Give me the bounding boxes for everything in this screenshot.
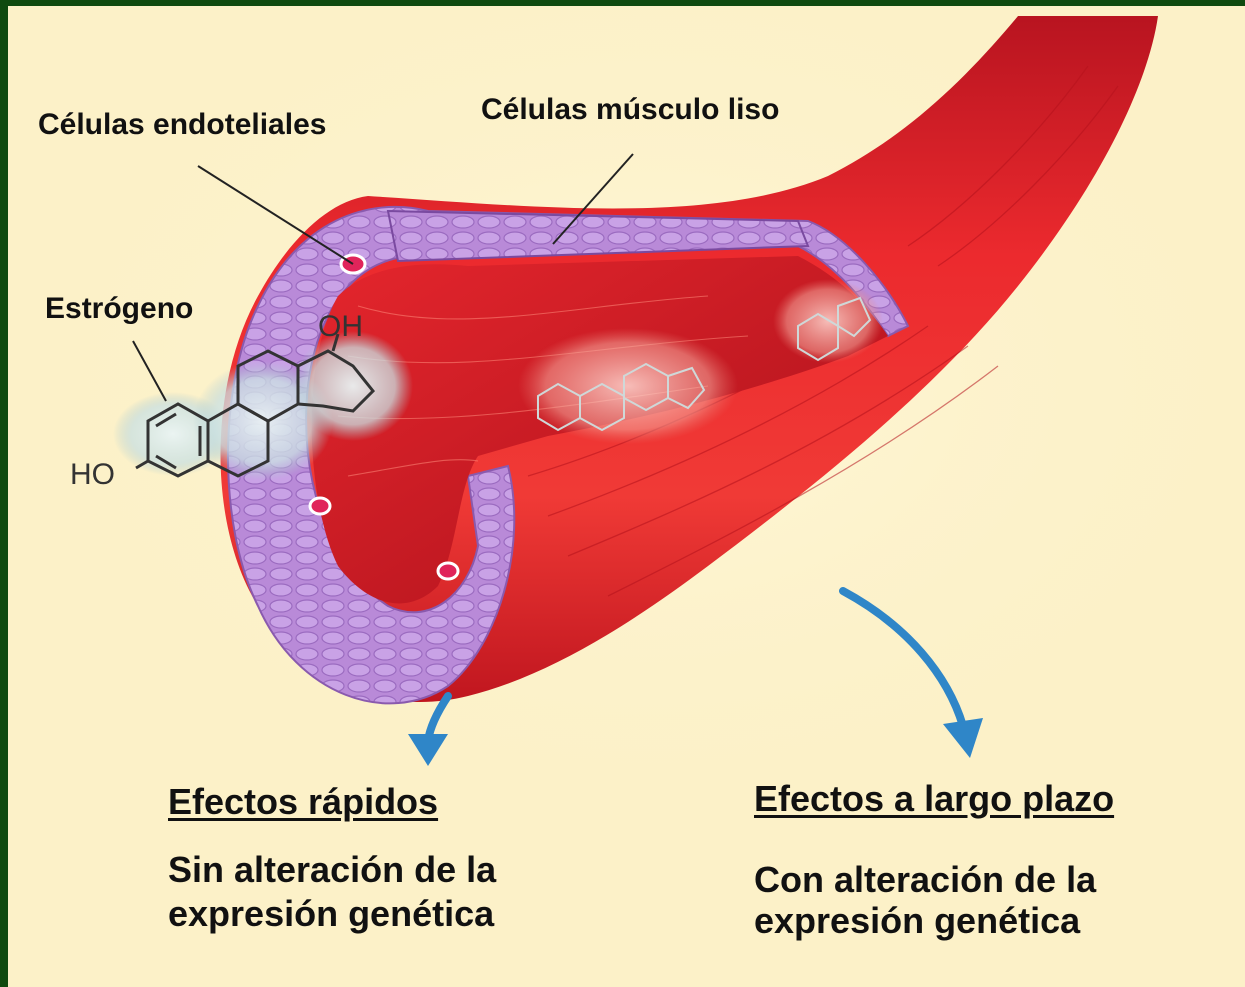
label-estrogen: Estrógeno bbox=[45, 292, 193, 326]
title-long-term-effects: Efectos a largo plazo bbox=[754, 778, 1114, 820]
label-smooth-muscle-cells: Células músculo liso bbox=[481, 93, 779, 127]
rapid-effects-line1: Sin alteración de la bbox=[168, 848, 496, 892]
blood-vessel-illustration: OH HO bbox=[8, 6, 1245, 987]
molecule-oh-label: OH bbox=[318, 310, 363, 343]
molecule-ho-label: HO bbox=[70, 458, 115, 491]
label-endothelial-cells: Células endoteliales bbox=[38, 108, 326, 142]
title-rapid-effects: Efectos rápidos bbox=[168, 781, 438, 823]
long-term-effects-line1: Con alteración de la bbox=[754, 858, 1096, 902]
diagram-canvas: OH HO Células endoteliales Células múscu… bbox=[8, 6, 1245, 987]
rapid-effects-line2: expresión genética bbox=[168, 892, 494, 936]
long-term-effects-line2: expresión genética bbox=[754, 899, 1080, 943]
